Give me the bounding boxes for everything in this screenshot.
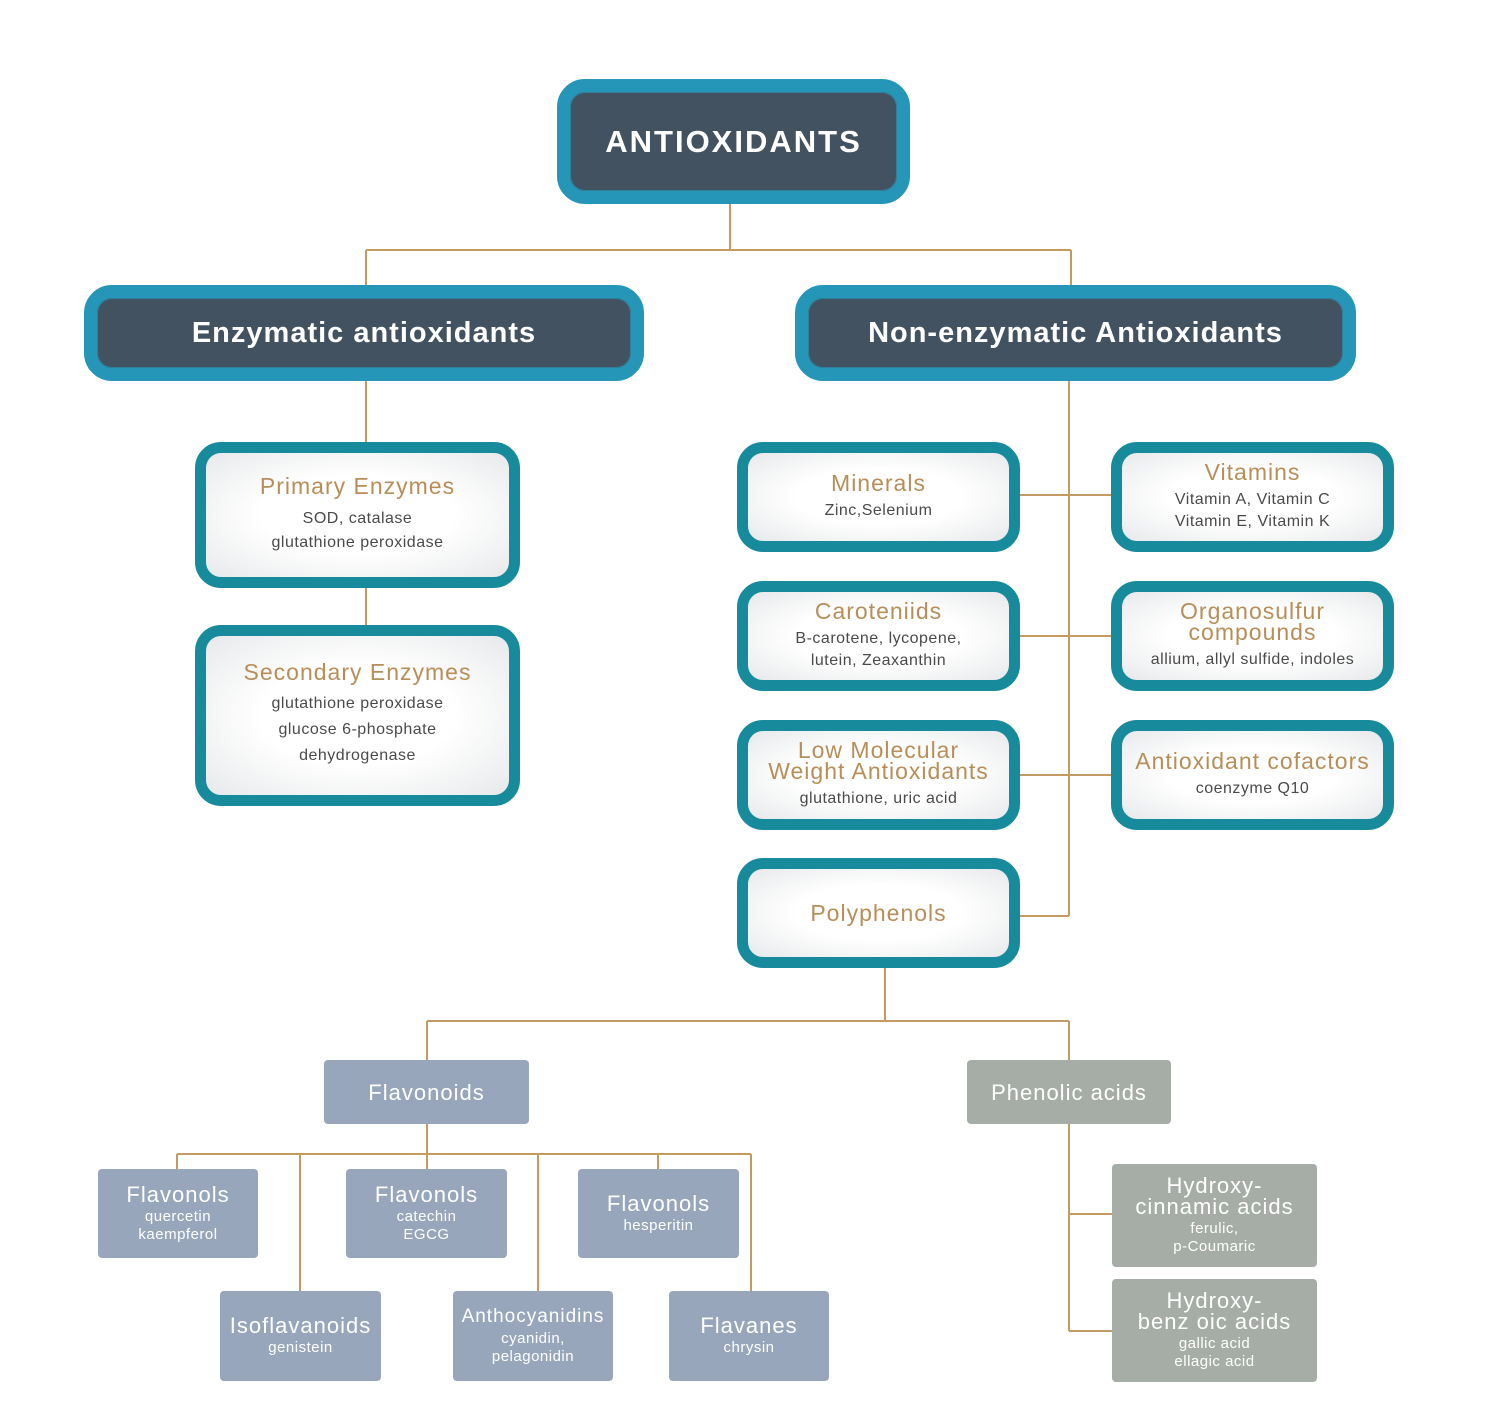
flavonols-hesperitin-node: Flavonols hesperitin [578,1169,739,1258]
flavonols-hesperitin-line1: hesperitin [623,1216,694,1234]
non-enzymatic-node: Non-enzymatic Antioxidants [795,285,1356,381]
minerals-node: Minerals Zinc,Selenium [737,442,1020,552]
minerals-line1: Zinc,Selenium [824,501,933,519]
secondary-enzymes-line3: dehydrogenase [299,747,416,764]
cofactors-line1: coenzyme Q10 [1195,779,1310,797]
vitamins-line1: Vitamin A, Vitamin C [1174,490,1331,508]
flavonoids-title: Flavonoids [368,1079,485,1105]
carotenoids-line2: lutein, Zeaxanthin [810,651,947,669]
low-molecular-line1: glutathione, uric acid [799,790,958,807]
flavonols-catechin-line2: EGCG [403,1225,450,1243]
carotenoids-title: Caroteniids [814,597,943,624]
flavanes-node: Flavanes chrysin [669,1291,829,1381]
secondary-enzymes-title: Secondary Enzymes [243,659,472,685]
vitamins-title: Vitamins [1204,458,1301,485]
hydroxybenzoic-node: Hydroxy- benz oic acids gallic acid ella… [1112,1279,1317,1382]
polyphenols-title: Polyphenols [810,899,947,926]
primary-enzymes-title: Primary Enzymes [259,472,456,499]
carotenoids-node: Caroteniids B-carotene, lycopene, lutein… [737,581,1020,691]
primary-enzymes-node: Primary Enzymes SOD, catalase glutathion… [195,442,520,588]
cofactors-title: Antioxidant cofactors [1135,747,1370,774]
hydroxybenzoic-title-line2: benz oic acids [1137,1309,1292,1334]
flavonols-quercetin-line1: quercetin [144,1207,212,1225]
low-molecular-title-line1: Low Molecular [797,737,960,763]
primary-enzymes-line2: glutathione peroxidase [271,533,444,551]
hydroxycinnamic-line2: p-Coumaric [1173,1238,1256,1255]
flavonols-quercetin-line2: kaempferol [138,1225,218,1243]
organosulfur-line1: allium, allyl sulfide, indoles [1150,651,1355,668]
minerals-title: Minerals [831,469,926,496]
flavanes-line1: chrysin [723,1339,775,1356]
enzymatic-node: Enzymatic antioxidants [84,285,644,381]
organosulfur-title-line1: Organosulfur [1180,598,1325,624]
isoflavanoids-node: Isoflavanoids genistein [220,1291,381,1381]
vitamins-line2: Vitamin E, Vitamin K [1174,512,1331,530]
flavonols-catechin-node: Flavonols catechin EGCG [346,1169,507,1258]
organosulfur-node: Organosulfur compounds allium, allyl sul… [1111,581,1394,691]
anthocyanidins-node: Anthocyanidins cyanidin, pelagonidin [453,1291,613,1381]
cofactors-node: Antioxidant cofactors coenzyme Q10 [1111,720,1394,830]
flavonoids-node: Flavonoids [324,1060,529,1124]
secondary-enzymes-node: Secondary Enzymes glutathione peroxidase… [195,625,520,806]
anthocyanidins-line1: cyanidin, [501,1330,565,1347]
carotenoids-line1: B-carotene, lycopene, [795,629,962,647]
hydroxycinnamic-node: Hydroxy- cinnamic acids ferulic, p-Couma… [1112,1164,1317,1267]
isoflavanoids-title: Isoflavanoids [229,1313,372,1338]
low-molecular-title-line2: Weight Antioxidants [768,758,989,784]
hydroxybenzoic-title-line1: Hydroxy- [1166,1288,1263,1313]
hydroxycinnamic-title-line2: cinnamic acids [1135,1194,1294,1219]
root-node: ANTIOXIDANTS [557,79,910,204]
polyphenols-node: Polyphenols [737,858,1020,968]
hydroxycinnamic-line1: ferulic, [1190,1220,1239,1237]
phenolic-acids-node: Phenolic acids [967,1060,1171,1124]
enzymatic-title: Enzymatic antioxidants [191,316,537,349]
low-molecular-node: Low Molecular Weight Antioxidants glutat… [737,720,1020,830]
flavonols-quercetin-title: Flavonols [126,1181,230,1207]
flavanes-title: Flavanes [700,1313,798,1338]
secondary-enzymes-line2: glucose 6-phosphate [278,721,437,738]
flavonols-catechin-line1: catechin [396,1207,457,1225]
organosulfur-title-line2: compounds [1188,619,1317,645]
non-enzymatic-title: Non-enzymatic Antioxidants [868,316,1283,349]
hydroxycinnamic-title-line1: Hydroxy- [1166,1173,1263,1198]
root-title: ANTIOXIDANTS [605,123,862,159]
vitamins-node: Vitamins Vitamin A, Vitamin C Vitamin E,… [1111,442,1394,552]
hydroxybenzoic-line2: ellagic acid [1174,1353,1255,1370]
anthocyanidins-title: Anthocyanidins [461,1306,605,1327]
hydroxybenzoic-line1: gallic acid [1178,1335,1251,1352]
flavonols-hesperitin-title: Flavonols [606,1190,711,1216]
isoflavanoids-line1: genistein [268,1339,333,1356]
primary-enzymes-line1: SOD, catalase [302,509,413,527]
anthocyanidins-line2: pelagonidin [491,1348,575,1365]
flavonols-quercetin-node: Flavonols quercetin kaempferol [98,1169,258,1258]
flavonols-catechin-title: Flavonols [374,1181,479,1207]
secondary-enzymes-line1: glutathione peroxidase [271,695,444,712]
phenolic-acids-title: Phenolic acids [991,1079,1147,1105]
